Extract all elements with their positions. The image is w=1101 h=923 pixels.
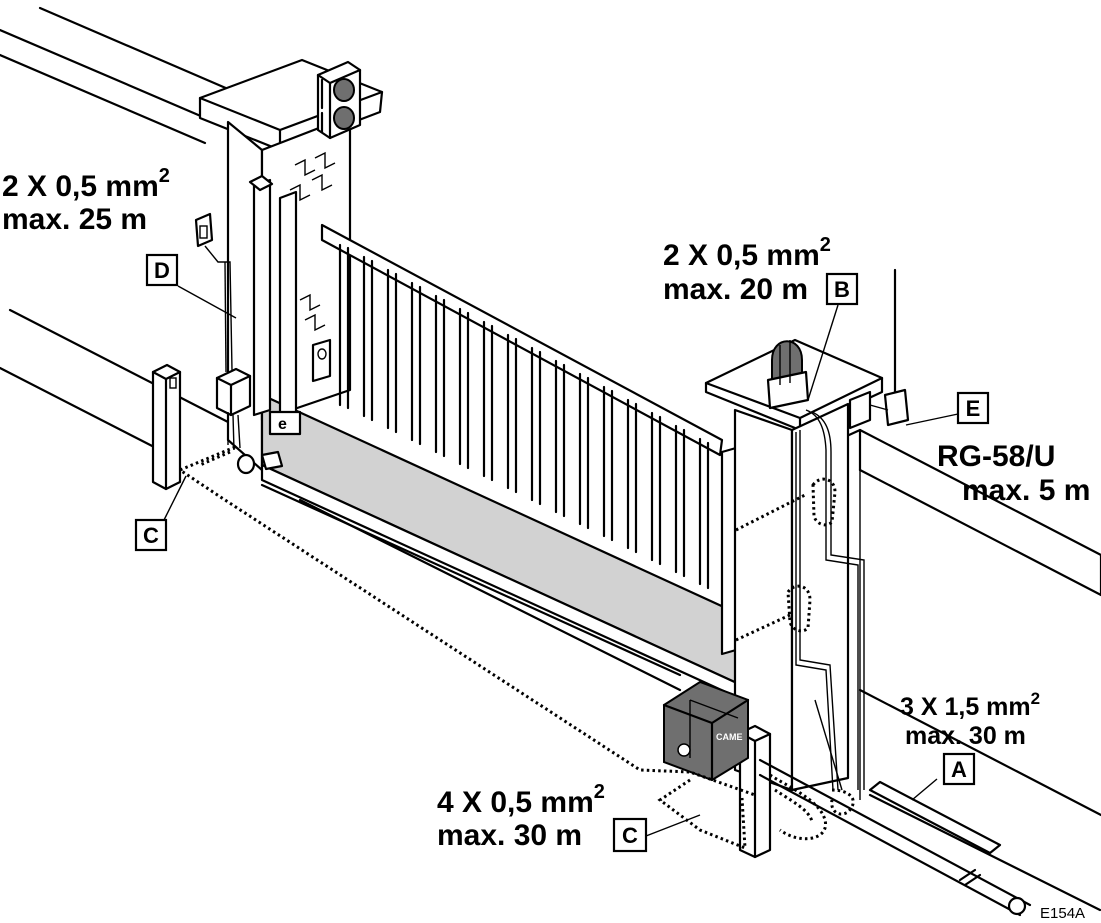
callout-a-line1: 3 X 1,5 mm2 (900, 689, 1040, 721)
callout-d-line2: max. 25 m (2, 203, 147, 236)
callout-e-line1: RG-58/U (937, 440, 1055, 473)
callout-c-line2: max. 30 m (437, 819, 582, 852)
callout-c-line1: 4 X 0,5 mm2 (437, 781, 605, 819)
ground-rail (758, 758, 1101, 917)
hidden-photocell-outlines (735, 477, 837, 642)
callout-d-line1: 2 X 0,5 mm2 (2, 165, 170, 203)
figure-code: E154A (1040, 905, 1085, 922)
label-box-c-bottom: C (612, 817, 648, 853)
sliding-gate: e (248, 174, 780, 706)
callout-a-line2: max. 30 m (905, 722, 1026, 750)
label-box-e-letter: E (966, 396, 981, 421)
key-switch-icon (194, 212, 214, 248)
leader-lines (162, 285, 959, 837)
label-box-e: E (956, 391, 990, 425)
label-box-c-left-letter: C (143, 523, 159, 548)
antenna-icon (848, 268, 910, 430)
callout-a-text: 3 X 1,5 mm2 max. 30 m (900, 689, 1040, 750)
label-box-b-letter: B (834, 277, 850, 302)
right-pillar-cables (795, 409, 865, 791)
callout-e-line2: max. 5 m (962, 474, 1090, 507)
label-box-c-bottom-letter: C (622, 823, 638, 848)
label-box-a: A (942, 752, 976, 786)
callout-e-text: RG-58/U max. 5 m (937, 440, 1090, 507)
cable-loop-c (176, 445, 855, 851)
left-photocell-post (151, 363, 182, 491)
motor-unit-icon: CAME (662, 680, 750, 782)
callout-b-line1: 2 X 0,5 mm2 (663, 234, 831, 272)
label-box-b: B (825, 272, 859, 306)
label-box-a-letter: A (951, 757, 967, 782)
traffic-light-icon (316, 60, 362, 140)
left-wall (0, 6, 237, 452)
junction-box-icon (215, 367, 252, 417)
svg-text:e: e (278, 416, 287, 433)
label-box-d-letter: D (154, 258, 170, 283)
callout-b-text: 2 X 0,5 mm2 max. 20 m (663, 234, 831, 306)
callout-b-line2: max. 20 m (663, 273, 808, 306)
callout-c-bottom-text: 4 X 0,5 mm2 max. 30 m (437, 781, 605, 852)
warning-lamp-icon (766, 340, 810, 410)
label-box-c-left: C (134, 518, 168, 552)
svg-text:CAME: CAME (716, 732, 743, 742)
label-box-d: D (145, 253, 179, 287)
callout-d-text: 2 X 0,5 mm2 max. 25 m (2, 165, 170, 236)
